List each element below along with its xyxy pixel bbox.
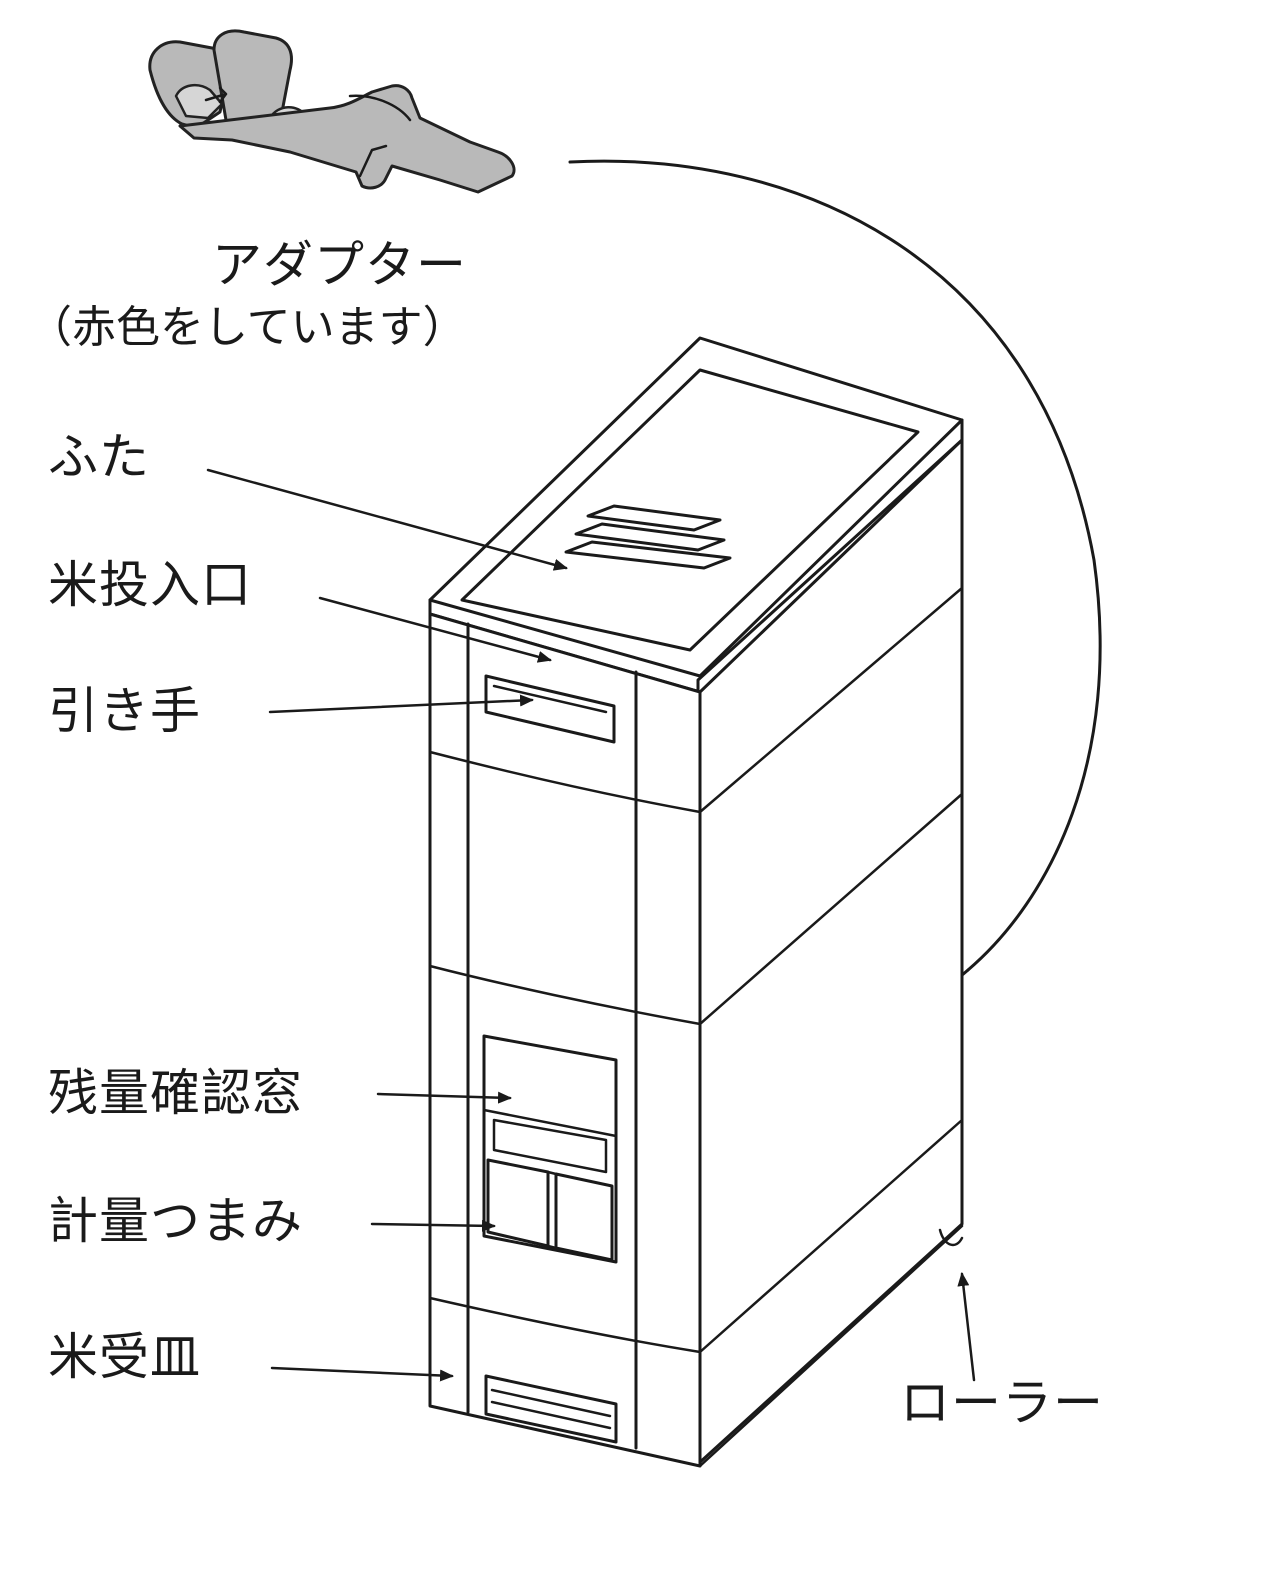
measure-knob-leader: [370, 1219, 496, 1232]
level-window-leader: [376, 1091, 512, 1104]
rice-tray-label: 米受皿: [48, 1328, 201, 1386]
rice-tray-leader: [270, 1366, 454, 1382]
lid-label: ふた: [48, 428, 150, 486]
handle-leader: [268, 694, 534, 714]
adapter-illustration: [148, 29, 516, 194]
rice-inlet-leader: [318, 596, 552, 663]
level-window-label: 残量確認窓: [48, 1064, 303, 1122]
rice-inlet-label: 米投入口: [48, 556, 252, 614]
roller-leader: [957, 1272, 976, 1382]
leader-lines: [206, 468, 976, 1382]
adapter-label: アダプター: [212, 236, 467, 294]
handle-label: 引き手: [48, 682, 201, 740]
rice-dispenser-body: [428, 336, 964, 1468]
lid-leader: [206, 468, 568, 571]
measure-knob-label: 計量つまみ: [48, 1192, 303, 1250]
adapter-note-label: （赤色をしています）: [28, 302, 467, 353]
roller-label: ローラー: [900, 1374, 1104, 1432]
